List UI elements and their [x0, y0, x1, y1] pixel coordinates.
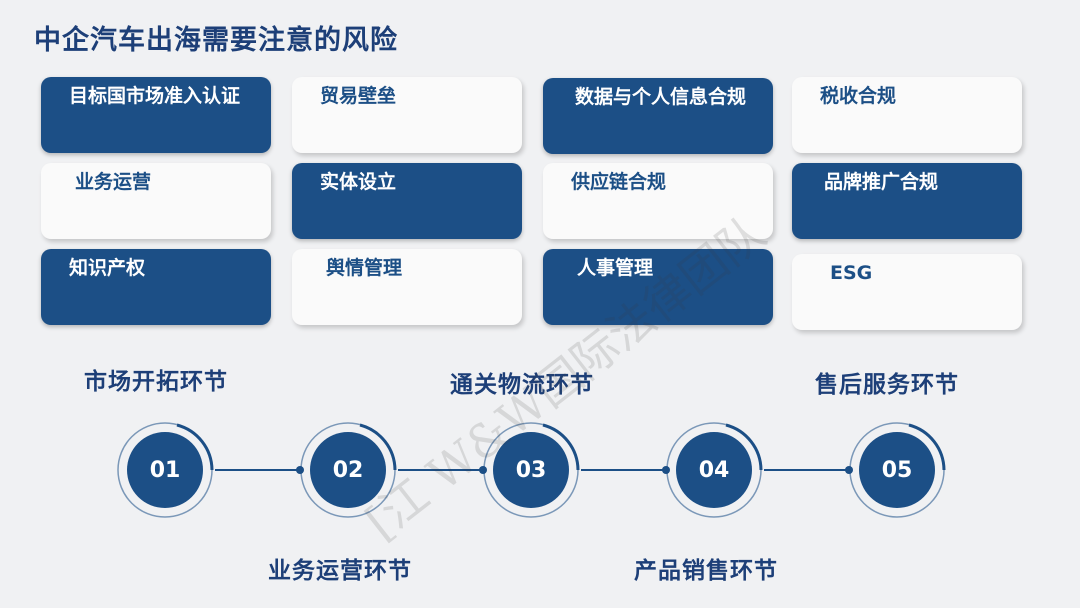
step-ring-icon	[666, 422, 763, 518]
step-number: 01	[149, 457, 181, 483]
step-circle-02: 02	[298, 420, 398, 520]
stage-label-customs-logistics: 通关物流环节	[450, 372, 594, 398]
step-circle-05: 05	[847, 420, 947, 520]
timeline-connector	[764, 469, 851, 471]
step-circle-01: 01	[115, 420, 215, 520]
step-circle-03: 03	[481, 420, 581, 520]
risk-card-data-privacy[interactable]: 数据与个人信息合规	[543, 78, 773, 154]
timeline-dot	[845, 466, 853, 474]
risk-card-hr[interactable]: 人事管理	[543, 249, 773, 325]
stage-label-after-sales: 售后服务环节	[815, 372, 959, 398]
stage-label-business-operations: 业务运营环节	[268, 558, 412, 584]
risk-card-entity[interactable]: 实体设立	[292, 163, 522, 239]
page-title: 中企汽车出海需要注意的风险	[34, 25, 398, 56]
step-ring-icon	[117, 422, 214, 518]
risk-card-operations[interactable]: 业务运营	[41, 163, 271, 239]
stage-label-product-sales: 产品销售环节	[634, 558, 778, 584]
timeline-connector	[215, 469, 302, 471]
step-number: 05	[881, 457, 913, 483]
step-number: 04	[698, 457, 730, 483]
risk-card-brand[interactable]: 品牌推广合规	[792, 163, 1022, 239]
timeline-connector	[581, 469, 668, 471]
risk-card-trade-barrier[interactable]: 贸易壁垒	[292, 77, 522, 153]
risk-card-supply-chain[interactable]: 供应链合规	[543, 163, 773, 239]
timeline-dot	[296, 466, 304, 474]
timeline-connector	[398, 469, 485, 471]
stage-label-market-expansion: 市场开拓环节	[84, 369, 228, 395]
timeline-dot	[662, 466, 670, 474]
risk-card-tax[interactable]: 税收合规	[792, 77, 1022, 153]
risk-card-ip[interactable]: 知识产权	[41, 249, 271, 325]
risk-card-esg[interactable]: ESG	[792, 254, 1022, 330]
step-circle-04: 04	[664, 420, 764, 520]
risk-card-public-opinion[interactable]: 舆情管理	[292, 249, 522, 325]
step-ring-icon	[300, 422, 397, 518]
step-ring-icon	[483, 422, 580, 518]
timeline-dot	[479, 466, 487, 474]
risk-card-market-access[interactable]: 目标国市场准入认证	[41, 77, 271, 153]
step-number: 03	[515, 457, 547, 483]
step-ring-icon	[849, 422, 946, 518]
step-number: 02	[332, 457, 364, 483]
